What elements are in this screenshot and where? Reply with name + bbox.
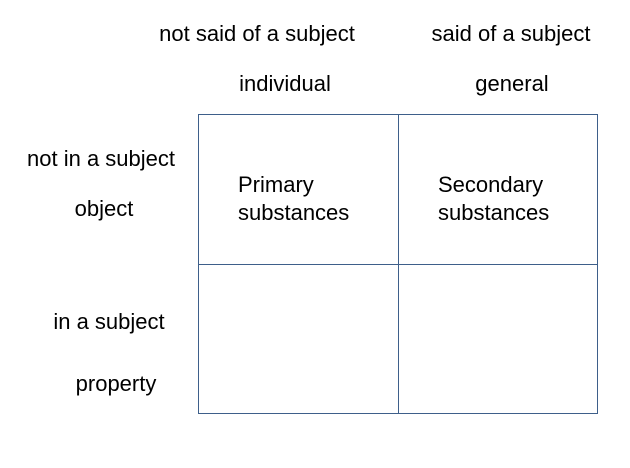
cell-primary-substances: Primary substances: [238, 171, 349, 227]
cell-secondary-line2: substances: [438, 200, 550, 225]
row-subheader-object: object: [74, 196, 134, 221]
grid-horizontal-divider: [199, 264, 597, 265]
cell-primary-line2: substances: [238, 200, 350, 225]
column-subheader-general: general: [475, 71, 549, 96]
cell-general-property: [399, 265, 598, 414]
cell-individual-property: [199, 265, 398, 414]
cell-primary-line1: Primary: [238, 172, 314, 197]
column-subheader-individual: individual: [239, 71, 331, 96]
category-grid: Primary substances Secondary substances: [198, 114, 598, 414]
row-subheader-property: property: [75, 371, 157, 396]
column-header-not-said-of-subject: not said of a subject: [159, 21, 355, 46]
cell-secondary-line1: Secondary: [438, 172, 544, 197]
cell-secondary-substances: Secondary substances: [438, 171, 549, 227]
row-header-not-in-subject: not in a subject: [27, 146, 175, 171]
row-header-in-subject: in a subject: [53, 309, 165, 334]
column-header-said-of-subject: said of a subject: [431, 21, 591, 46]
